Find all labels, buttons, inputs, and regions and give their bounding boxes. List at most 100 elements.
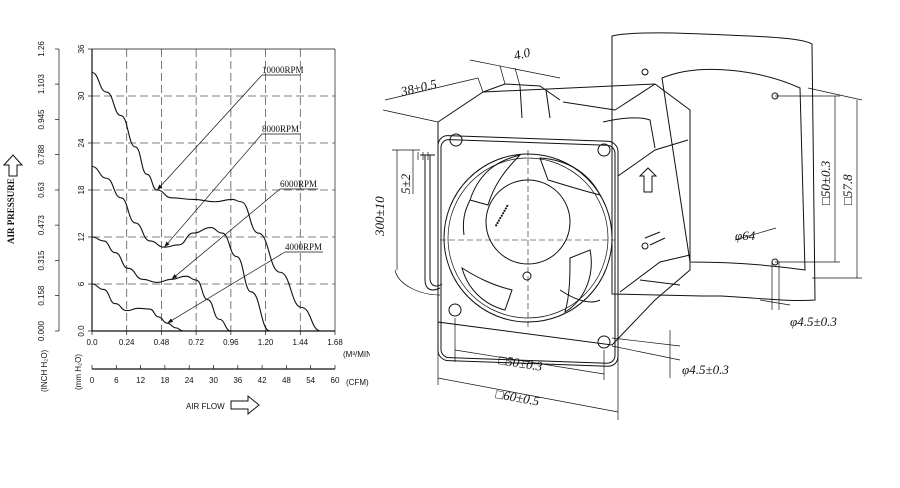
inch-tick-label: 0.000 (37, 320, 46, 341)
dimension-lines (382, 59, 863, 420)
series-leader (167, 251, 286, 324)
series-leader (171, 188, 281, 280)
lead-wire (417, 152, 443, 291)
x-tick-label: 1.20 (258, 338, 274, 347)
series-label: 8000RPM (262, 124, 299, 134)
dim-lead-length: 300±10 (372, 196, 387, 237)
x-tick-label: 0.48 (154, 338, 170, 347)
y-tick-label: 30 (77, 91, 86, 100)
cfm-tick-label: 36 (233, 376, 242, 385)
inch-tick-label-group: 0.315 (37, 250, 46, 271)
cfm-tick-label: 24 (185, 376, 194, 385)
inch-tick-label-group: 0.788 (37, 144, 46, 165)
inch-tick-label: 0.473 (37, 215, 46, 236)
inch-tick-label: 0.315 (37, 250, 46, 271)
dim-rib: 4.0 (512, 45, 532, 63)
chart-grid (92, 49, 335, 331)
inch-tick-label-group: 0.473 (37, 215, 46, 236)
x-tick-label: 0.24 (119, 338, 135, 347)
x-tick-label: 0.0 (86, 338, 98, 347)
cfm-tick-label: 0 (90, 376, 95, 385)
y-unit-mm: (mm H₂O) (74, 354, 83, 390)
inch-tick-label-group: 0.158 (37, 285, 46, 306)
series-label: 4000RPM (285, 242, 322, 252)
dim-frame-back: □57.8 (840, 174, 855, 205)
x-tick-label: 0.96 (223, 338, 239, 347)
inch-tick-label-group: 1.103 (37, 74, 46, 95)
series-leader (164, 133, 263, 248)
series-line (91, 165, 271, 332)
series-line (91, 71, 321, 332)
y-tick-label-group: 0.0 (77, 325, 86, 337)
y-axis-title: AIR PRESSURE (6, 178, 16, 244)
cfm-tick-label: 18 (160, 376, 169, 385)
mount-hole-top-left (449, 133, 463, 147)
cfm-tick-label: 54 (306, 376, 315, 385)
chart-series-labels: 10000RPM 8000RPM 6000RPM 4000RPM (156, 65, 323, 324)
x-tick-label: 1.68 (327, 338, 343, 347)
series-arrowhead (167, 318, 174, 324)
y-tick-label: 36 (77, 44, 86, 53)
y-tick-label: 6 (77, 281, 86, 286)
fan-housing (437, 83, 691, 346)
y-tick-label-group: 12 (77, 232, 86, 241)
dim-depth: 38±0.5 (398, 76, 438, 99)
y-tick-label: 12 (77, 232, 86, 241)
pq-chart: 0.0 0.24 0.48 0.72 0.96 1.20 1.44 1.68 0 6 12 18 24 3… (2, 41, 370, 416)
cfm-tick-label: 6 (114, 376, 119, 385)
series-leader (156, 74, 263, 191)
y-unit-inch: (INCH H₂O) (40, 349, 49, 392)
y-tick-label-group: 18 (77, 185, 86, 194)
series-label: 6000RPM (280, 179, 317, 189)
inch-tick-label: 0.63 (37, 182, 46, 198)
series-line (91, 236, 231, 332)
fan-drawing: ••••••••• (372, 32, 863, 420)
y-tick-label-group: 6 (77, 281, 86, 286)
dim-hole-pitch-back: □50±0.3 (818, 160, 833, 205)
series-arrowhead (157, 184, 163, 190)
series-arrowhead (164, 241, 170, 248)
y-tick-label-group: 30 (77, 91, 86, 100)
chart-ticks: 0.0 0.24 0.48 0.72 0.96 1.20 1.44 1.68 0 6 12 18 24 3… (37, 41, 343, 385)
dim-hole-dia-front: φ4.5±0.3 (682, 362, 729, 377)
cfm-tick-label: 30 (209, 376, 218, 385)
x-axis-title: AIR FLOW (186, 402, 225, 411)
hub-label: ••••••••• (492, 202, 512, 229)
inch-tick-label-group: 1.26 (37, 41, 46, 57)
inch-tick-label-group: 0.945 (37, 109, 46, 130)
back-panel (611, 32, 816, 302)
flow-arrow-icon (644, 231, 666, 246)
cfm-tick-label: 48 (282, 376, 291, 385)
dim-hole-pitch-front: □50±0.3 (498, 352, 545, 374)
inch-tick-label: 1.26 (37, 41, 46, 57)
inch-tick-label-group: 0.000 (37, 320, 46, 341)
mount-hole-top-right (597, 143, 611, 157)
series-label: 10000RPM (262, 65, 304, 75)
rotation-arrow-icon (638, 167, 658, 193)
inch-tick-label: 0.158 (37, 285, 46, 306)
y-tick-label: 18 (77, 185, 86, 194)
x-unit-cfm: (CFM) (346, 378, 369, 387)
y-tick-label-group: 36 (77, 44, 86, 53)
cfm-tick-label: 12 (136, 376, 145, 385)
airflow-arrow-icon (230, 394, 260, 416)
inch-tick-label-group: 0.63 (37, 182, 46, 198)
dim-frame-size: □60±0.5 (494, 386, 541, 409)
cfm-tick-label: 60 (331, 376, 340, 385)
y-tick-label: 24 (77, 138, 86, 147)
cfm-tick-label: 42 (258, 376, 267, 385)
y-tick-label-group: 24 (77, 138, 86, 147)
inch-tick-label: 1.103 (37, 74, 46, 95)
series-arrowhead (171, 274, 178, 280)
x-tick-label: 1.44 (292, 338, 308, 347)
inch-tick-label: 0.945 (37, 109, 46, 130)
inch-tick-label: 0.788 (37, 144, 46, 165)
x-tick-label: 0.72 (188, 338, 204, 347)
mount-hole-bottom-left (448, 303, 462, 317)
pressure-arrow-icon (2, 154, 24, 177)
dim-venturi-dia: φ64 (735, 228, 756, 243)
dim-hole-dia-back: φ4.5±0.3 (790, 314, 837, 329)
chart-series (91, 71, 321, 332)
y-tick-label: 0.0 (77, 325, 86, 337)
series-line (91, 283, 184, 332)
